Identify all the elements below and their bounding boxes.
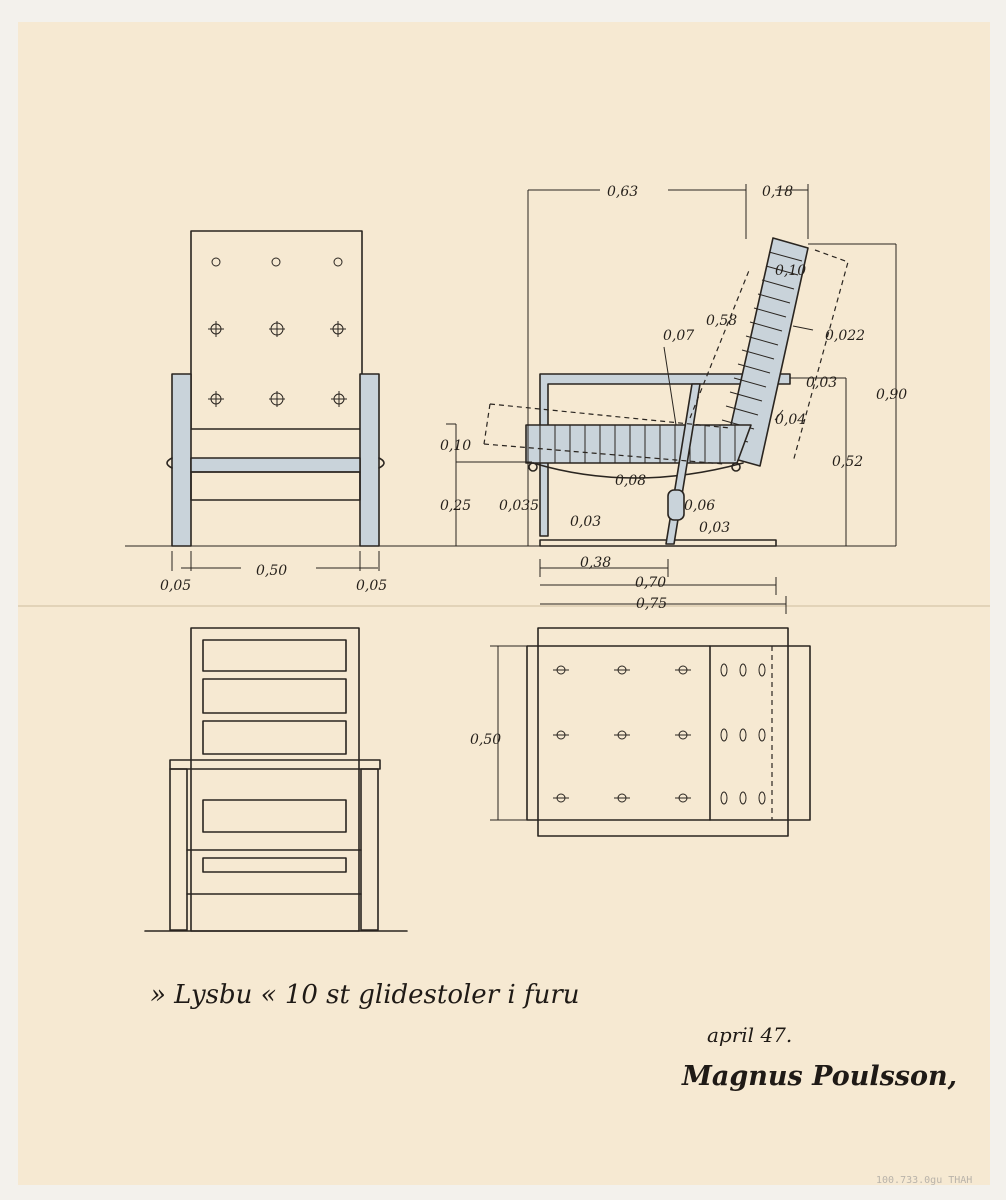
dim-seat-height: 0,25 bbox=[440, 498, 471, 514]
dim-base-depth: 0,70 bbox=[635, 575, 666, 591]
front-seat-rail bbox=[190, 457, 361, 473]
paper bbox=[18, 22, 990, 1185]
side-dimensions bbox=[446, 184, 897, 614]
dim-back-tilt: 0,18 bbox=[762, 184, 793, 200]
dim-leg-width: 0,06 bbox=[684, 498, 715, 514]
dim-overall-depth: 0,75 bbox=[636, 596, 667, 612]
dim-back-thickness: 0,10 bbox=[775, 263, 806, 279]
side-backrest bbox=[723, 237, 809, 467]
caption-date: april 47. bbox=[707, 1023, 792, 1047]
front-armrest-left bbox=[171, 373, 192, 547]
dim-plan-width: 0,50 bbox=[470, 732, 501, 748]
dim-rail-height: 0,035 bbox=[499, 498, 539, 514]
dim-leg-left: 0,05 bbox=[160, 578, 191, 594]
caption-signature: Magnus Poulsson, bbox=[681, 1061, 957, 1092]
plan-view bbox=[490, 627, 811, 837]
caption-title: » Lysbu « 10 st glidestoler i furu bbox=[150, 980, 580, 1010]
dim-runner-height: 0,03 bbox=[570, 514, 601, 530]
back-elevation bbox=[144, 627, 408, 932]
dim-side-top-width: 0,63 bbox=[607, 184, 638, 200]
catalog-number: 100.733.0gu THAH bbox=[876, 1175, 972, 1186]
dim-total-height: 0,90 bbox=[876, 387, 907, 403]
dimension-labels: 0,63 0,18 0,10 0,58 0,07 0,022 0,03 0,04… bbox=[160, 184, 907, 748]
dim-arm-offset: 0,04 bbox=[775, 412, 806, 428]
front-armrest-right bbox=[359, 373, 380, 547]
dim-seat-depth: 0,38 bbox=[580, 555, 611, 571]
front-elevation bbox=[166, 230, 385, 547]
front-width-dimension bbox=[171, 551, 380, 571]
dim-runner-back: 0,03 bbox=[699, 520, 730, 536]
dim-seat-height-arm: 0,52 bbox=[832, 454, 863, 470]
dim-back-cushion: 0,022 bbox=[825, 328, 865, 344]
dim-leg-right: 0,05 bbox=[356, 578, 387, 594]
dim-back-length: 0,58 bbox=[706, 313, 737, 329]
tuft-buttons-plan bbox=[553, 663, 766, 805]
dim-seat-drop: 0,08 bbox=[615, 473, 646, 489]
dim-cushion-thickness: 0,10 bbox=[440, 438, 471, 454]
dim-arm-thickness: 0,03 bbox=[806, 375, 837, 391]
dim-front-width: 0,50 bbox=[256, 563, 287, 579]
side-elevation bbox=[483, 237, 849, 547]
dim-arm-height: 0,07 bbox=[663, 328, 694, 344]
tuft-buttons-front bbox=[208, 257, 347, 407]
